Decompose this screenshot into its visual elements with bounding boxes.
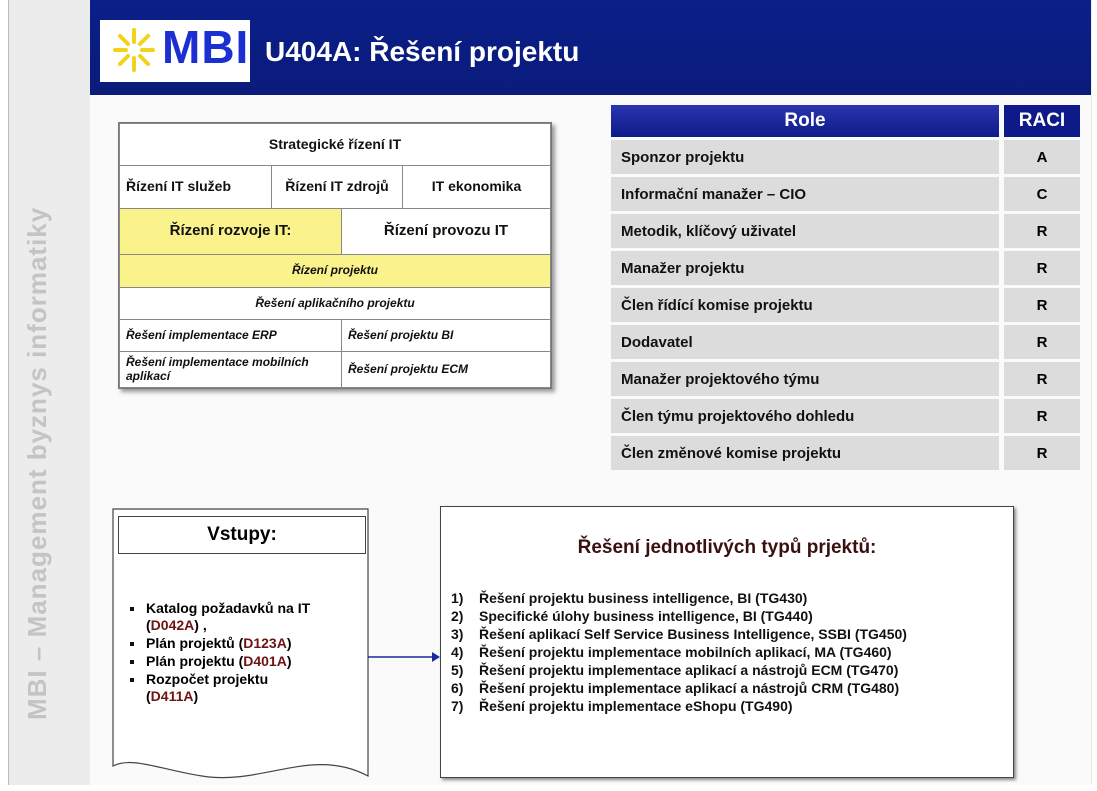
item-text: Řešení projektu implementace aplikací a … [479,662,899,678]
list-item: Plán projektu (D401A) [126,653,366,670]
list-item: 4) Řešení projektu implementace mobilních… [451,643,907,661]
role-cell: Sponzor projektu [611,140,999,174]
raci-cell: R [1004,251,1080,285]
raci-cell: A [1004,140,1080,174]
header-bar: MBI U404A: Řešení projektu [90,0,1091,95]
item-number: 2) [451,608,464,624]
input-code: D401A [243,653,287,669]
development-cell: Řízení rozvoje IT: [119,208,342,255]
solutions-box: Řešení jednotlivých typů prjektů: 1) Řeše… [440,506,1014,778]
solutions-title: Řešení jednotlivých typů prjektů: [577,537,877,558]
input-code: D123A [243,635,287,651]
raci-cell: R [1004,325,1080,359]
solutions-list: 1) Řešení projektu business intelligence,… [451,589,907,715]
it-management-hierarchy: Strategické řízení IT Řízení IT služeb Ř… [118,122,552,389]
mobile-cell: Řešení implementace mobilních aplikací [119,351,342,388]
list-item: 5) Řešení projektu implementace aplikací … [451,661,907,679]
item-text: Řešení projektu implementace mobilních a… [479,644,892,660]
logo-text: MBI [162,21,250,73]
raci-cell: R [1004,436,1080,470]
role-cell: Člen týmu projektového dohledu [611,399,999,433]
raci-table-header: Role RACI [611,105,1080,137]
list-item: Plán projektů (D123A) [126,635,366,652]
sun-icon [113,28,155,72]
slide-content: MBI U404A: Řešení projektu Strategické ř… [90,0,1091,785]
document-shape [112,508,369,779]
item-text: Řešení projektu implementace eShopu (TG4… [479,698,793,714]
economics-cell: IT ekonomika [402,165,551,209]
page-title: U404A: Řešení projektu [265,36,580,67]
role-cell: Informační manažer – CIO [611,177,999,211]
project-mgmt-cell: Řízení projektu [119,254,551,288]
item-text: Řešení aplikací Self Service Business In… [479,626,907,642]
item-number: 6) [451,680,464,696]
operations-cell: Řízení provozu IT [341,208,551,255]
list-item: 6) Řešení projektu implementace aplikací … [451,679,907,697]
role-cell: Člen řídící komise projektu [611,288,999,322]
list-item: Rozpočet projektu(D411A) [126,671,366,705]
item-number: 3) [451,626,464,642]
role-cell: Manažer projektového týmu [611,362,999,396]
item-text: Specifické úlohy business intelligence, … [479,608,813,624]
raci-header: RACI [1004,105,1080,137]
list-item: 7) Řešení projektu implementace eShopu (T… [451,697,907,715]
erp-cell: Řešení implementace ERP [119,319,342,352]
app-project-cell: Řešení aplikačního projektu [119,287,551,320]
role-cell: Metodik, klíčový uživatel [611,214,999,248]
list-item: 3) Řešení aplikací Self Service Business … [451,625,907,643]
inputs-document: Vstupy: Katalog požadavků na IT(D042A) ,… [112,508,370,788]
ecm-cell: Řešení projektu ECM [341,351,551,388]
input-code: D042A [150,617,195,633]
sidebar-title: MBI – Management byznys informatiky [22,206,52,720]
bi-cell: Řešení projektu BI [341,319,551,352]
arrow-connector [368,652,440,662]
role-cell: Dodavatel [611,325,999,359]
inputs-list: Katalog požadavků na IT(D042A) , Plán pr… [126,600,366,706]
raci-cell: R [1004,288,1080,322]
list-item: 1) Řešení projektu business intelligence,… [451,589,907,607]
role-cell: Manažer projektu [611,251,999,285]
input-text: Plán projektů [146,635,235,651]
item-number: 1) [451,590,464,606]
list-item: 2) Specifické úlohy business intelligence… [451,607,907,625]
strategic-cell: Strategické řízení IT [119,123,551,166]
list-item: Katalog požadavků na IT(D042A) , [126,600,366,634]
item-text: Řešení projektu implementace aplikací a … [479,680,900,696]
inputs-title: Vstupy: [118,516,366,554]
item-number: 7) [451,698,464,714]
mbi-logo: MBI [100,20,250,82]
item-number: 5) [451,662,464,678]
raci-cell: R [1004,214,1080,248]
input-text: Rozpočet projektu [146,671,269,687]
role-header: Role [611,105,999,137]
input-text: Katalog požadavků na IT [146,600,311,616]
raci-cell: R [1004,362,1080,396]
raci-cell: C [1004,177,1080,211]
input-suffix: , [198,617,207,633]
item-text: Řešení projektu business intelligence, B… [479,590,808,606]
raci-cell: R [1004,399,1080,433]
input-code: D411A [150,688,194,704]
role-cell: Člen změnové komise projektu [611,436,999,470]
services-cell: Řízení IT služeb [119,165,272,209]
item-number: 4) [451,644,464,660]
input-text: Plán projektu [146,653,235,669]
resources-cell: Řízení IT zdrojů [271,165,403,209]
